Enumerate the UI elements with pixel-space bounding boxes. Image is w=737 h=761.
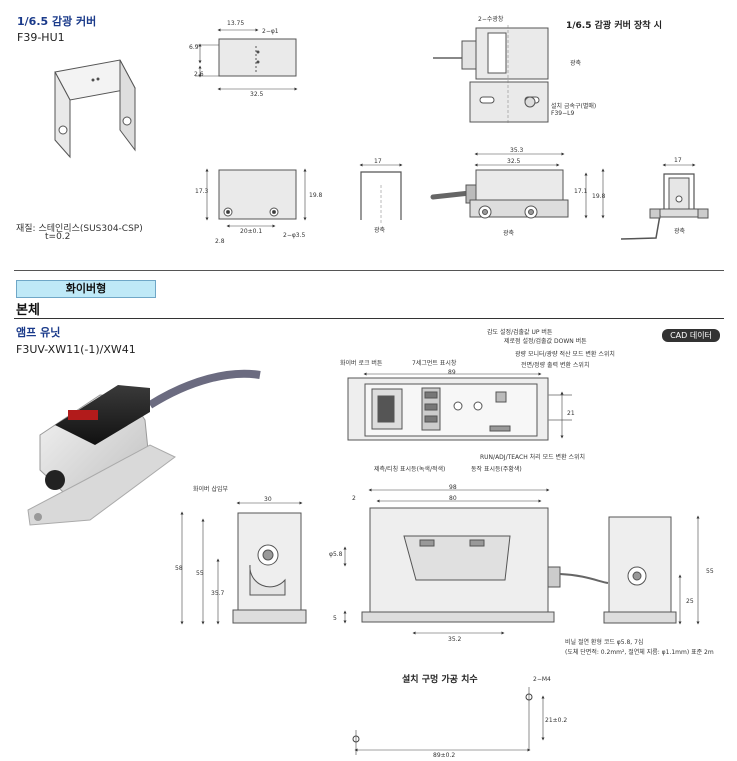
cover-side	[361, 172, 401, 220]
note-light-axis-c: 광축	[503, 230, 515, 237]
section-band: 화이버형	[16, 280, 156, 298]
dim-13-75: 13.75	[227, 20, 245, 27]
note-slot: 2−수광창	[478, 16, 504, 23]
callout-7seg: 7세그먼트 표시창	[412, 360, 457, 367]
cover-model: F39-HU1	[17, 31, 65, 44]
dim-5: 5	[333, 615, 337, 622]
cover-material: 재질: 스테인리스(SUS304-CSP)	[16, 224, 143, 234]
dim-25: 25	[686, 598, 694, 605]
mount-title: 설치 구멍 가공 치수	[402, 675, 478, 685]
dim-17-a: 17	[374, 158, 382, 165]
amp-left-view	[233, 513, 306, 623]
amp-model: F3UV-XW11(-1)/XW41	[16, 343, 136, 356]
cover-3d	[55, 60, 135, 157]
section-rule-top	[14, 270, 724, 271]
cover-thickness: t=0.2	[45, 232, 71, 242]
mount-holes: 2−M4	[533, 676, 551, 683]
amp-front-view	[362, 508, 608, 622]
callout-up-button: 감도 설정/검출값 UP 버튼	[487, 329, 553, 336]
note-light-axis-d: 광축	[674, 228, 686, 235]
dim-58: 58	[175, 565, 183, 572]
dim-20: 20±0.1	[240, 228, 263, 235]
cover-front	[219, 170, 296, 219]
callout-fiber-insert: 화이버 삽입부	[193, 486, 229, 493]
dim-19-8-b: 19.8	[592, 193, 606, 200]
dim-17-c: 17	[674, 157, 682, 164]
cover-flat-top	[219, 39, 296, 76]
callout-teach-led: 제측/티칭 표시등(녹색/적색)	[374, 466, 446, 473]
dim-32-5-b: 32.5	[507, 158, 521, 165]
dim-2-8: 2.8	[215, 238, 225, 245]
note-light-axis-b: 광축	[374, 227, 386, 234]
cad-data-button[interactable]: CAD 데이터	[662, 329, 720, 342]
dim-17-3: 17.3	[195, 188, 209, 195]
dim-6-9: 6.9	[189, 44, 199, 51]
mount-front-view	[433, 170, 568, 218]
cover-mount-title: 1/6.5 감광 커버 장착 시	[566, 21, 662, 31]
note-bracket: 설치 금속구(별매)	[551, 103, 597, 110]
dim-98: 98	[449, 484, 457, 491]
dim-32-5: 32.5	[250, 91, 264, 98]
callout-run-switch: RUN/ADJ/TEACH 처리 모드 변환 스위치	[480, 454, 586, 461]
amp-photo	[28, 374, 260, 525]
callout-monitor-switch: 광량 모니터/광량 적산 모드 변환 스위치	[515, 351, 615, 358]
section-rule-bottom	[14, 318, 724, 319]
dim-hole-phi3-5: 2−φ3.5	[283, 232, 306, 239]
mount-side-view	[621, 174, 708, 239]
callout-cable: 비닐 절연 환형 코드 φ5.8, 7심	[565, 639, 644, 646]
mount-dim-21: 21±0.2	[545, 717, 568, 724]
dim-2: 2	[352, 495, 356, 502]
dim-55: 55	[196, 570, 204, 577]
callout-op-led: 동작 표시등(주황색)	[471, 466, 522, 473]
dim-17-1: 17.1	[574, 188, 588, 195]
amp-right-view	[604, 517, 676, 623]
note-light-axis-a: 광축	[570, 60, 582, 67]
callout-output-switch: 전면/정량 출력 변환 스위치	[521, 362, 590, 369]
dim-35-3: 35.3	[510, 147, 524, 154]
amp-top-view	[348, 378, 572, 440]
mount-top-view	[433, 25, 548, 125]
dim-21: 21	[567, 410, 575, 417]
cover-title: 1/6.5 감광 커버	[17, 15, 97, 28]
amp-title: 앰프 유닛	[16, 326, 61, 339]
dim-hole-phi1: 2−φ1	[262, 28, 279, 35]
callout-fiber-lock: 화이버 로크 버튼	[340, 360, 383, 367]
section-heading: 본체	[16, 303, 40, 318]
mount-dim-89: 89±0.2	[433, 752, 456, 759]
dim-80: 80	[449, 495, 457, 502]
dim-19-8: 19.8	[309, 192, 323, 199]
mount-hole-drawing	[353, 687, 545, 755]
dim-30: 30	[264, 496, 272, 503]
dim-phi5-8: φ5.8	[329, 551, 343, 558]
dim-55-b: 55	[706, 568, 714, 575]
callout-cable-spec: (도체 단면적: 0.2mm², 절연체 지름: φ1.1mm) 표준 2m	[565, 649, 714, 656]
dim-35-2: 35.2	[448, 636, 462, 643]
note-bracket-model: F39−L9	[551, 110, 575, 117]
callout-down-button: 제로점 설정/검출값 DOWN 버튼	[504, 338, 587, 345]
